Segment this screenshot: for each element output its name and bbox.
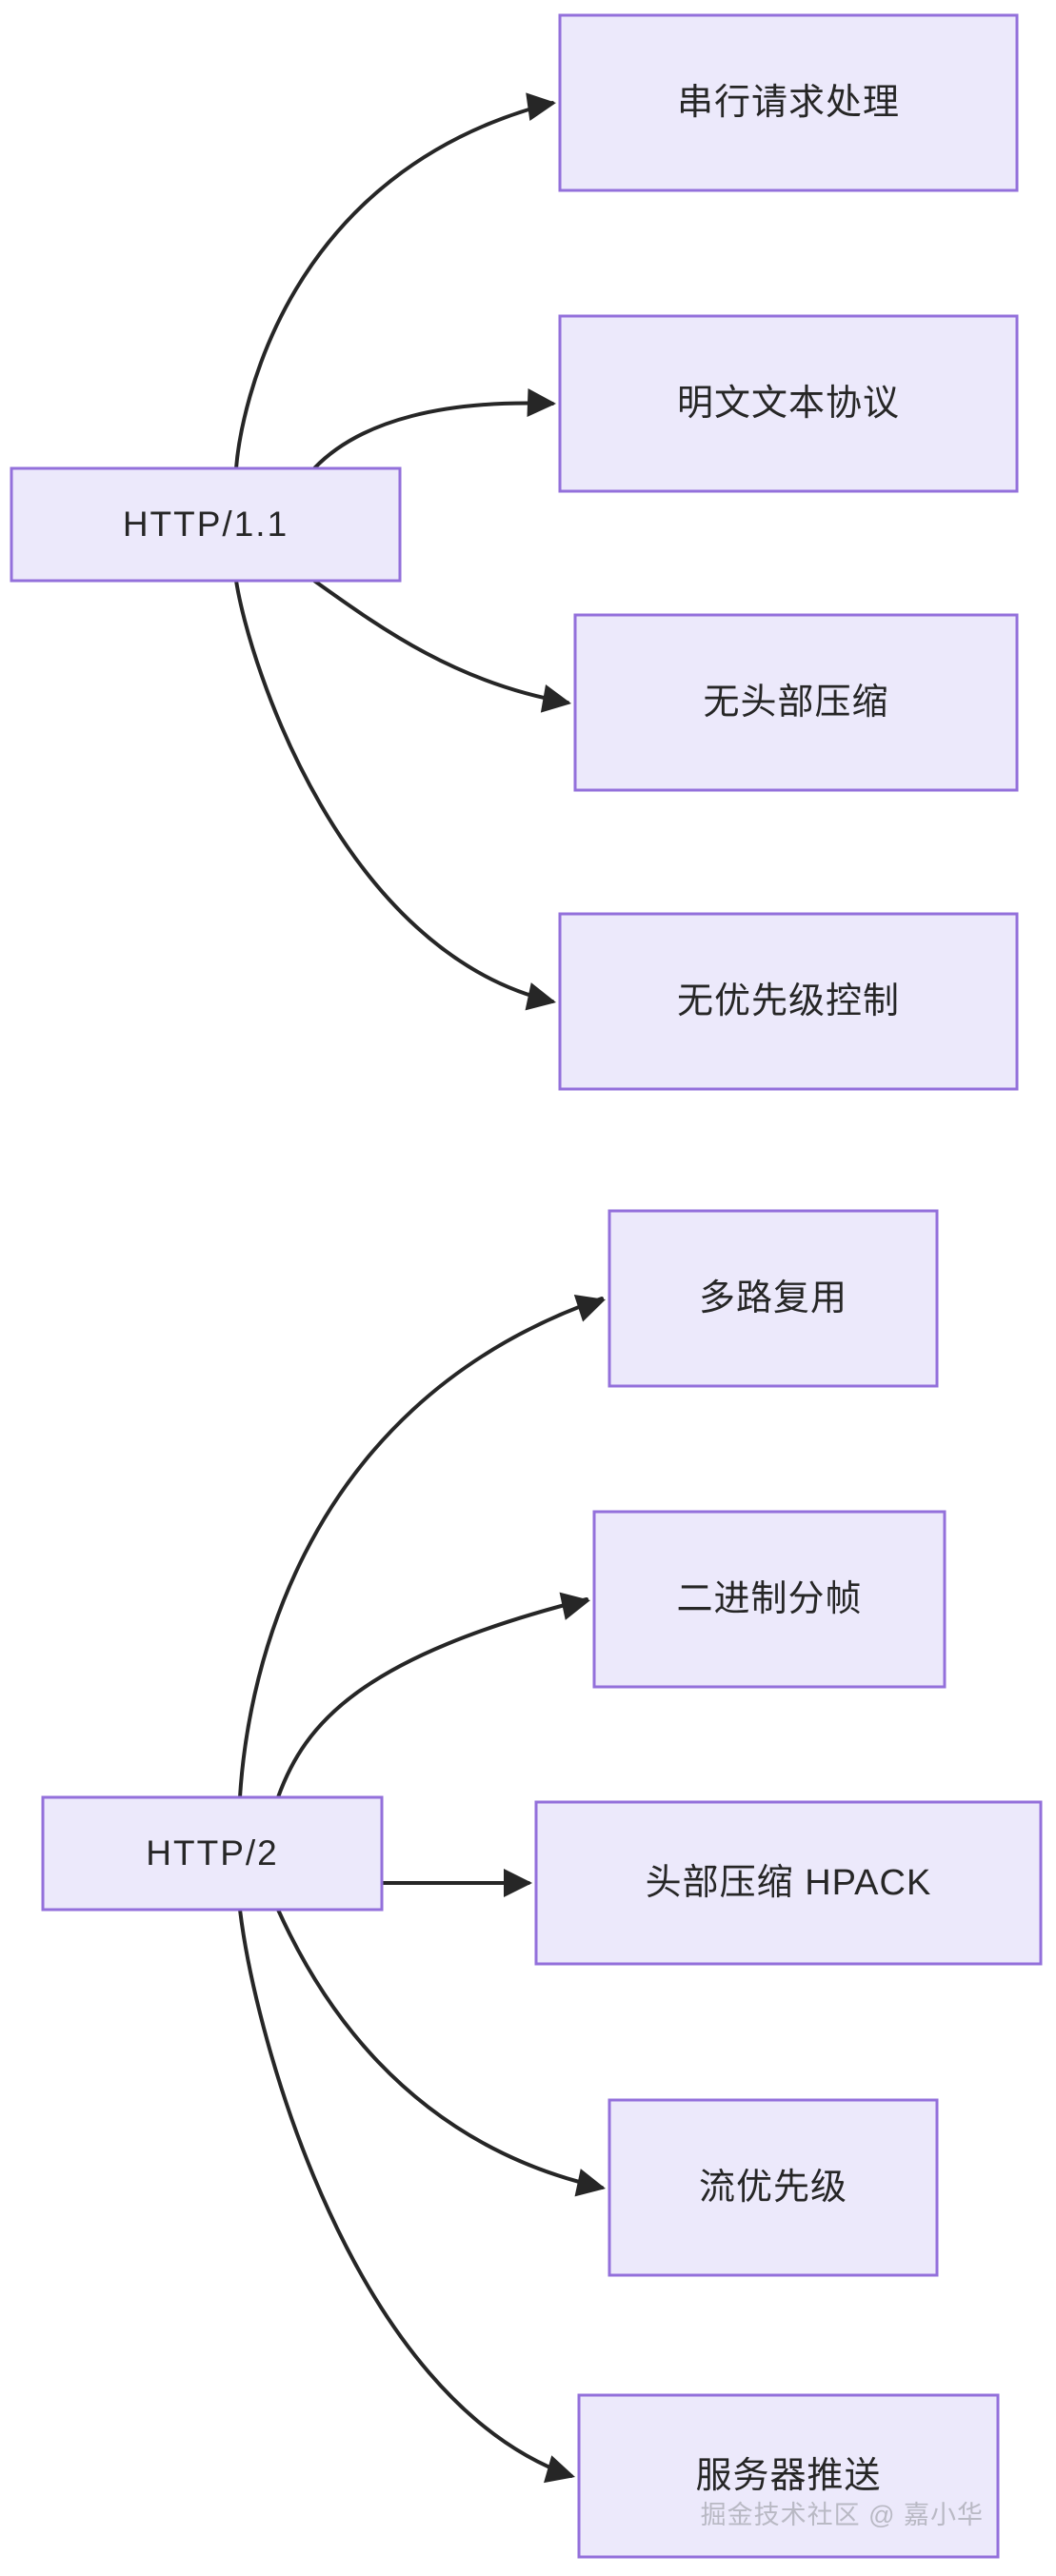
node-label-hpack-compression: 头部压缩 HPACK [646,1863,932,1903]
node-label-binary-framing: 二进制分帧 [676,1579,862,1619]
arrowheads-layer [504,92,606,2484]
edge-http2-root-to-multiplexing [238,1297,604,1799]
node-label-plaintext-protocol: 明文文本协议 [677,384,900,424]
node-http11-root[interactable]: HTTP/1.1 [10,466,402,583]
node-box-multiplexing [608,1209,939,1388]
node-box-http2-root [41,1795,384,1912]
node-box-stream-priority [608,2098,939,2277]
node-plaintext-protocol[interactable]: 明文文本协议 [558,314,1019,493]
node-box-no-header-compression [573,613,1019,792]
node-multiplexing[interactable]: 多路复用 [608,1209,939,1388]
edge-http2-root-to-server-push [238,1908,573,2478]
edge-http2-root-to-stream-priority [276,1908,604,2190]
edge-http11-root-to-no-header-compression [312,579,569,704]
node-box-http11-root [10,466,402,583]
node-http2-root[interactable]: HTTP/2 [41,1795,384,1912]
node-label-no-header-compression: 无头部压缩 [703,683,888,723]
edge-http2-root-to-binary-framing [276,1597,588,1799]
node-box-hpack-compression [534,1800,1043,1966]
node-box-serial-request [558,13,1019,192]
arrowhead-priority-icon [574,2169,606,2197]
node-box-server-push [577,2393,1000,2559]
arrowhead-multiplexing-icon [573,1295,606,1322]
edges-layer [234,101,604,2478]
arrowhead-hpack-icon [504,1869,532,1897]
node-box-binary-framing [592,1510,946,1689]
node-server-push[interactable]: 服务器推送 [577,2393,1000,2559]
node-stream-priority[interactable]: 流优先级 [608,2098,939,2277]
watermark-label: 掘金技术社区 @ 嘉小华 [701,2501,984,2529]
node-serial-request[interactable]: 串行请求处理 [558,13,1019,192]
arrowhead-nopriority-icon [525,982,556,1011]
node-hpack-compression[interactable]: 头部压缩 HPACK [534,1800,1043,1966]
arrowhead-serial-icon [526,92,556,122]
node-no-priority-control[interactable]: 无优先级控制 [558,912,1019,1091]
arrowhead-binary-icon [559,1592,590,1620]
node-label-stream-priority: 流优先级 [699,2168,847,2208]
node-label-server-push: 服务器推送 [695,2456,881,2496]
arrowhead-push-icon [544,2455,575,2484]
node-binary-framing[interactable]: 二进制分帧 [592,1510,946,1689]
arrowhead-noheader-icon [540,684,571,713]
node-no-header-compression[interactable]: 无头部压缩 [573,613,1019,792]
watermark-layer: 掘金技术社区 @ 嘉小华 [701,2501,984,2529]
arrowhead-plaintext-icon [527,387,556,417]
node-box-plaintext-protocol [558,314,1019,493]
node-label-http2-root: HTTP/2 [146,1833,278,1873]
node-label-multiplexing: 多路复用 [699,1278,847,1318]
node-box-no-priority-control [558,912,1019,1091]
edge-http11-root-to-no-priority-control [234,579,554,1003]
edge-http11-root-to-serial-request [234,101,554,470]
edge-http11-root-to-plaintext-protocol [312,401,554,470]
node-label-no-priority-control: 无优先级控制 [677,981,900,1021]
node-label-serial-request: 串行请求处理 [677,83,900,123]
node-label-http11-root: HTTP/1.1 [123,505,289,544]
